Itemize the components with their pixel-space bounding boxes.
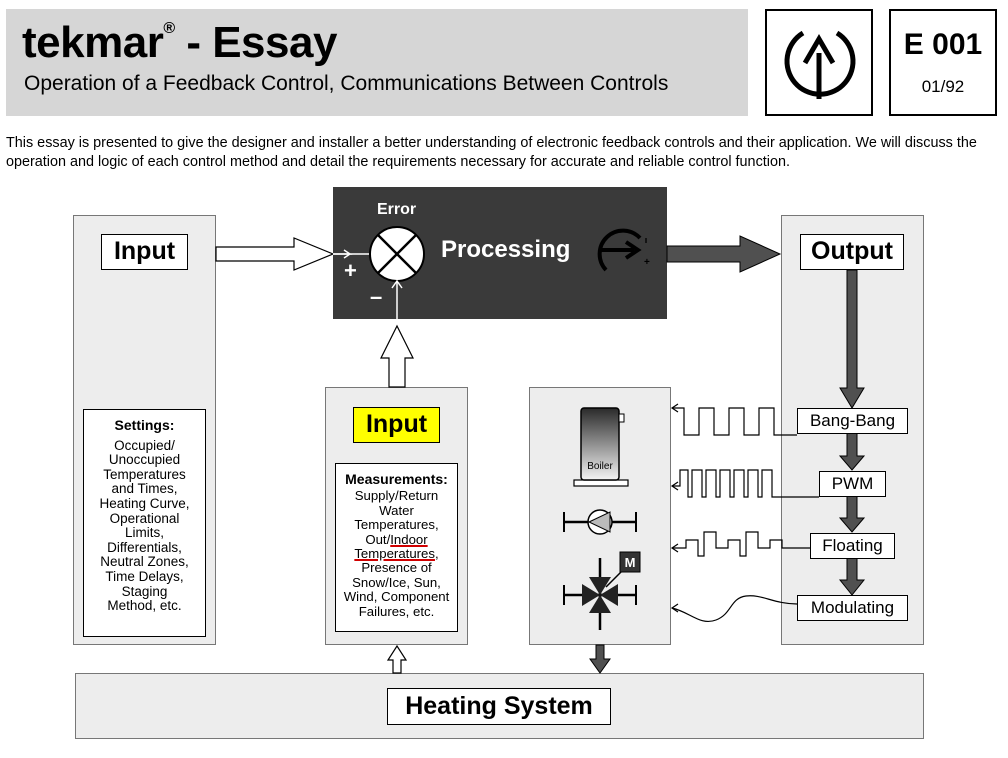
- output-signal-waveforms: [670, 403, 819, 622]
- method-bang-bang: Bang-Bang: [797, 408, 908, 434]
- list-line: Wind, Component: [343, 589, 450, 605]
- processing-to-output-arrow: [666, 235, 782, 273]
- indoor-underlined: Indoor: [390, 531, 428, 547]
- out-prefix: Out/: [365, 531, 391, 547]
- settings-to-processing-arrow: [215, 237, 335, 271]
- logo-box: [765, 9, 873, 116]
- list-line: Staging: [121, 583, 168, 599]
- list-line: Differentials,: [107, 539, 182, 555]
- page-subtitle: Operation of a Feedback Control, Communi…: [24, 72, 669, 95]
- temperatures-underlined: Temperatures: [354, 546, 435, 562]
- boiler-label: Boiler: [587, 461, 613, 472]
- method-modulating: Modulating: [797, 595, 908, 621]
- title-suffix: - Essay: [174, 18, 337, 67]
- output-chain-arrows: [838, 269, 866, 596]
- motor-label: M: [625, 555, 636, 570]
- essay-date: 01/92: [921, 77, 965, 96]
- list-line: Water: [379, 502, 414, 518]
- registered-mark: ®: [163, 20, 175, 37]
- heating-to-measurements-arrow: [386, 644, 408, 674]
- list-line: Operational: [109, 510, 180, 526]
- minus-sign: –: [370, 284, 383, 309]
- measurements-to-processing-arrow: [380, 324, 414, 388]
- measurements-line-temp: Temperatures,: [336, 546, 457, 562]
- svg-text:+: +: [644, 257, 650, 268]
- measurements-heading: Measurements:: [345, 471, 448, 487]
- list-line: Presence of: [361, 560, 432, 576]
- measurements-input-label: Input: [353, 407, 440, 443]
- temp-suffix: ,: [434, 546, 439, 562]
- list-line: and Times,: [111, 481, 178, 497]
- method-pwm: PWM: [819, 471, 886, 497]
- list-line: Temperatures: [103, 466, 186, 482]
- list-line: Neutral Zones,: [100, 554, 189, 570]
- summing-junction-icon: [369, 226, 425, 282]
- plus-sign: +: [344, 258, 357, 283]
- list-line: Limits,: [124, 525, 164, 541]
- header-bar: [6, 9, 748, 116]
- heating-system-label: Heating System: [387, 688, 611, 725]
- page-title: tekmar® - Essay: [22, 18, 337, 68]
- intro-paragraph: This essay is presented to give the desi…: [6, 135, 977, 170]
- error-label: Error: [377, 201, 417, 218]
- brand-name: tekmar: [22, 18, 164, 67]
- list-line: Supply/Return: [354, 488, 439, 504]
- list-line: Method, etc.: [107, 598, 182, 614]
- processing-label: Processing: [441, 236, 571, 263]
- boiler-icon: [573, 407, 629, 487]
- method-floating: Floating: [810, 533, 895, 559]
- list-line: Snow/Ice, Sun,: [352, 574, 441, 590]
- essay-code-box: [889, 9, 997, 116]
- list-line: Heating Curve,: [99, 495, 190, 511]
- essay-code: E 001: [903, 28, 983, 61]
- pump-icon: [563, 509, 637, 535]
- processing-dial-icon: +: [597, 228, 650, 272]
- list-line: Temperatures,: [354, 517, 439, 533]
- tekmar-logo-icon: [784, 30, 856, 99]
- list-line: Failures, etc.: [358, 603, 435, 619]
- settings-heading: Settings:: [114, 417, 175, 433]
- list-line: Unoccupied: [108, 452, 181, 468]
- output-label: Output: [800, 234, 904, 270]
- list-line: Occupied/: [114, 437, 175, 453]
- mixing-valve-icon: M: [563, 551, 641, 630]
- list-line: Time Delays,: [105, 568, 184, 584]
- devices-to-heating-arrow: [589, 644, 611, 674]
- settings-input-label: Input: [101, 234, 188, 270]
- measurements-line-out: Out/Indoor: [336, 531, 457, 547]
